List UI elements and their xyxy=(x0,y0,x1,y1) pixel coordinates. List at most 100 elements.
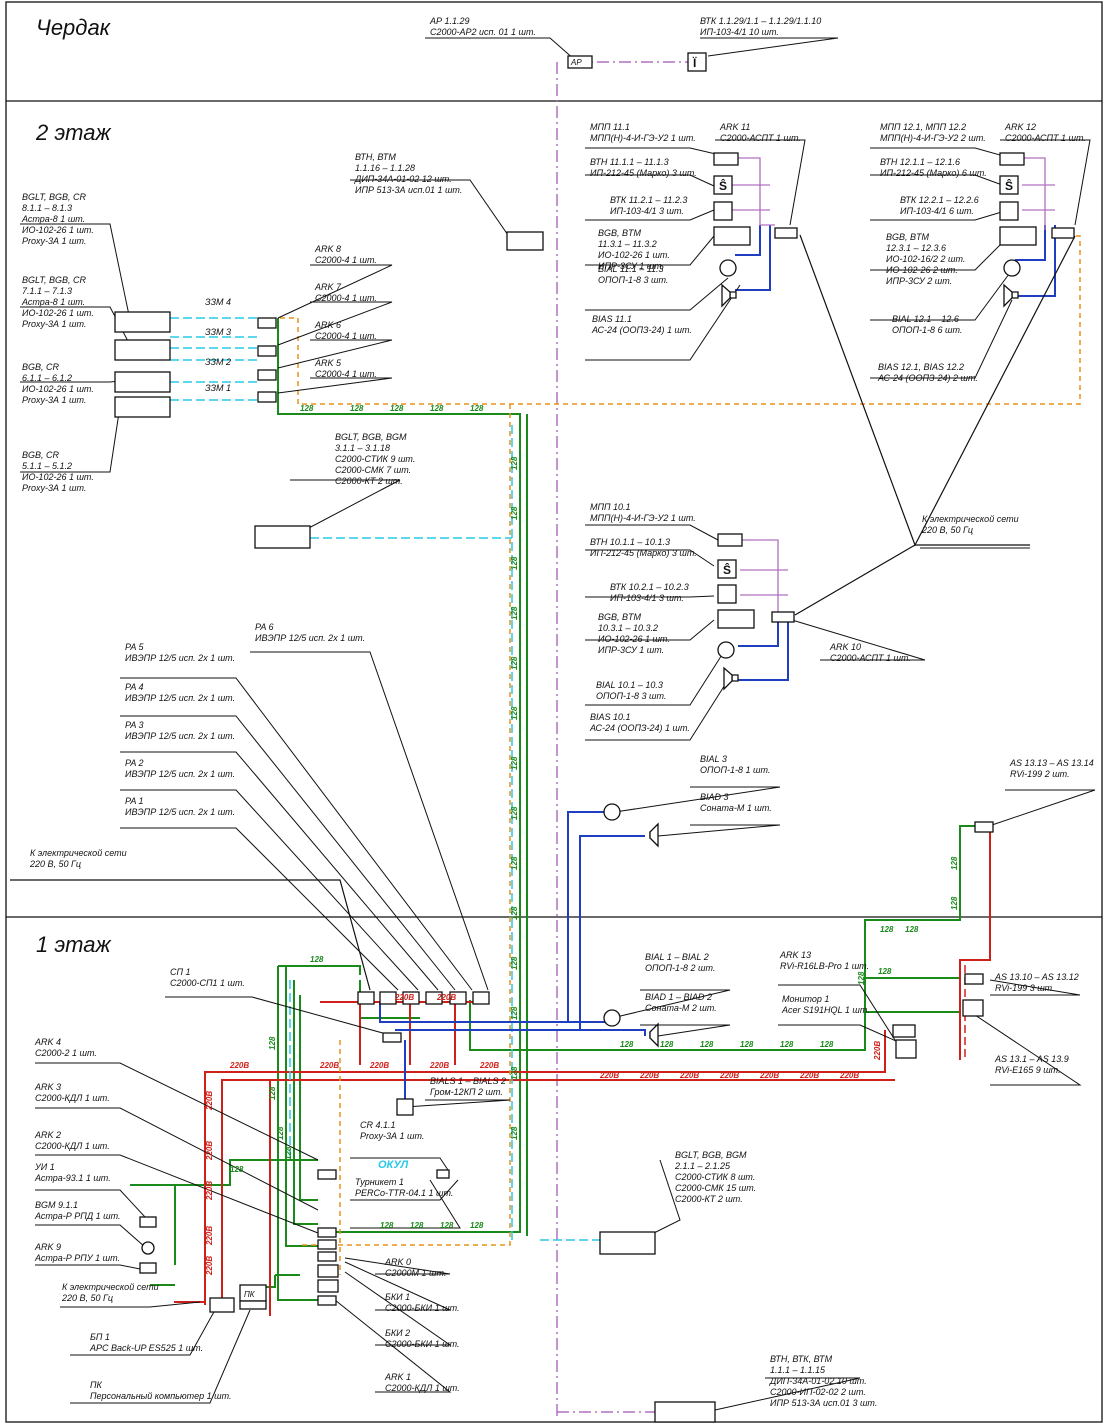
ap-box-label: АР xyxy=(570,58,582,67)
loop-tag-128: 128 xyxy=(510,1066,519,1080)
callout-label: ВТК 10.2.1 – 10.2.3ИП-103-4/1 3 шт. xyxy=(610,582,689,603)
callout-text: ИП-103-4/1 10 шт. xyxy=(700,27,779,37)
callout-text: ВТН 10.1.1 – 10.1.3 xyxy=(590,537,670,547)
cr411-box xyxy=(436,1169,450,1179)
callout-text: BIAL 10.1 – 10.3 xyxy=(596,680,663,690)
callout-text: ИВЭПР 12/5 исп. 2х 1 шт. xyxy=(125,769,235,779)
callout-text: ИВЭПР 12/5 исп. 2х 1 шт. xyxy=(125,731,235,741)
callout-text: ДИП-34А-01-02 10 шт. xyxy=(769,1376,867,1386)
green-loop-lines xyxy=(130,318,975,1301)
callout-text: С2000-4 1 шт. xyxy=(315,369,377,379)
callout-text: С2000-АСПТ 1 шт. xyxy=(830,653,911,663)
callout-text: 1.1.16 – 1.1.28 xyxy=(355,163,415,173)
callout-label: ВТК 1.1.29/1.1 – 1.1.29/1.1.10ИП-103-4/1… xyxy=(700,16,821,37)
callout-text: С2000-4 1 шт. xyxy=(315,331,377,341)
callout-text: BIAD 1 – BIAD 2 xyxy=(645,992,712,1002)
callout-text: С2000-БКИ 1 шт. xyxy=(385,1303,460,1313)
callout-text: С2000-КДЛ 1 шт. xyxy=(35,1093,110,1103)
callout-text: С2000-КТ 2 шт. xyxy=(335,476,403,486)
loop-tag-128: 128 xyxy=(510,756,519,770)
loop-tag-128: 128 xyxy=(310,955,324,964)
pa-leaders xyxy=(120,651,489,991)
callout-text: ARK 13 xyxy=(779,950,811,960)
loop-tag-128: 128 xyxy=(510,556,519,570)
callout-text: ДИП-34А-01-02 12 шт. xyxy=(354,174,452,184)
power-tag-220: 220В xyxy=(394,993,414,1002)
callout-text: PA 1 xyxy=(125,796,144,806)
callout-leaders xyxy=(20,37,1096,1411)
callout-text: CR 4.1.1 xyxy=(360,1120,396,1130)
loop-tag-128: 128 xyxy=(740,1040,754,1049)
loop-tag-128: 128 xyxy=(878,967,892,976)
callout-text: BIAL 3 xyxy=(700,754,727,764)
violet-device-links xyxy=(714,157,1055,612)
callout-text: ИО-102-26 1 шт. xyxy=(22,472,94,482)
power-tag-220: 220В xyxy=(759,1071,779,1080)
pa-box-3 xyxy=(402,991,420,1005)
callout-label: BGB, CR5.1.1 – 5.1.2ИО-102-26 1 шт.Proxy… xyxy=(22,450,94,493)
drawing-frame xyxy=(5,1,1103,1423)
vtn-11-glyph: Ŝ xyxy=(719,178,727,193)
callout-label: BGB, CR6.1.1 – 6.1.2ИО-102-26 1 шт.Proxy… xyxy=(22,362,94,405)
loop-tag-128: 128 xyxy=(268,1036,277,1050)
power-tag-220: 220В xyxy=(679,1071,699,1080)
bgb-11-icon xyxy=(713,226,751,246)
red-power-lines xyxy=(174,830,991,1316)
loop-tag-128: 128 xyxy=(660,1040,674,1049)
callout-text: AS 13.10 – AS 13.12 xyxy=(994,972,1079,982)
callout-text: AS 13.1 – AS 13.9 xyxy=(994,1054,1069,1064)
floor-title-second: 2 этаж xyxy=(35,120,111,145)
callout-text: Proxy-3А 1 шт. xyxy=(360,1131,424,1141)
callout-label: BIAS 10.1АС-24 (ООПЗ-24) 1 шт. xyxy=(589,712,690,733)
mpp-11-box xyxy=(713,152,739,166)
ark3-box xyxy=(317,1227,337,1238)
loop-tag-128: 128 xyxy=(820,1040,834,1049)
loop-tag-128: 128 xyxy=(430,404,444,413)
callout-text: ВТН, ВТК, ВТМ xyxy=(770,1354,833,1364)
lamp-symbols xyxy=(141,259,1021,1255)
callout-text: ARK 11 xyxy=(719,122,750,132)
ark10-box xyxy=(771,611,795,623)
callout-text: Астра-93.1 1 шт. xyxy=(34,1173,111,1183)
btn-btk-btm-first-icon xyxy=(654,1401,716,1423)
loop-tag-128: 128 xyxy=(510,956,519,970)
ark9-box xyxy=(139,1262,157,1274)
callout-text: RVi-R16LB-Pro 1 шт. xyxy=(780,961,869,971)
callout-text: С2000М 1 шт. xyxy=(385,1268,446,1278)
power-tag-220: 220В xyxy=(205,1091,214,1111)
callout-text: 7.1.1 – 7.1.3 xyxy=(22,286,72,296)
callout-text: ИПР 513-3А исп.01 1 шт. xyxy=(355,185,462,195)
callout-text: BGM 9.1.1 xyxy=(35,1200,78,1210)
vtn-12-glyph: Ŝ xyxy=(1005,178,1013,193)
callout-text: ИВЭПР 12/5 исп. 2х 1 шт. xyxy=(125,693,235,703)
callout-text: ARK 5 xyxy=(314,358,342,368)
loop-tag-128: 128 xyxy=(510,606,519,620)
callout-text: ИО-102-16/2 2 шт. xyxy=(886,254,965,264)
loop-tag-128: 128 xyxy=(510,506,519,520)
pa-box-6 xyxy=(472,991,490,1005)
btn-btm-second-icon xyxy=(506,231,544,251)
camera-13-10-icon xyxy=(964,973,984,985)
group-5 xyxy=(114,396,171,418)
callout-text: БКИ 1 xyxy=(385,1292,410,1302)
loop-tag-128: 128 xyxy=(510,906,519,920)
callout-text: ОПОП-1-8 2 шт. xyxy=(645,963,715,973)
power-tag-220: 220В xyxy=(599,1071,619,1080)
callout-text: МПП(Н)-4-И-ГЭ-У2 1 шт. xyxy=(590,133,696,143)
bials-icon xyxy=(396,1098,414,1116)
zone-label-2: ЗЗМ 2 xyxy=(205,357,231,367)
ark12-box xyxy=(1051,227,1075,239)
callout-text: МПП 12.1, МПП 12.2 xyxy=(880,122,966,132)
